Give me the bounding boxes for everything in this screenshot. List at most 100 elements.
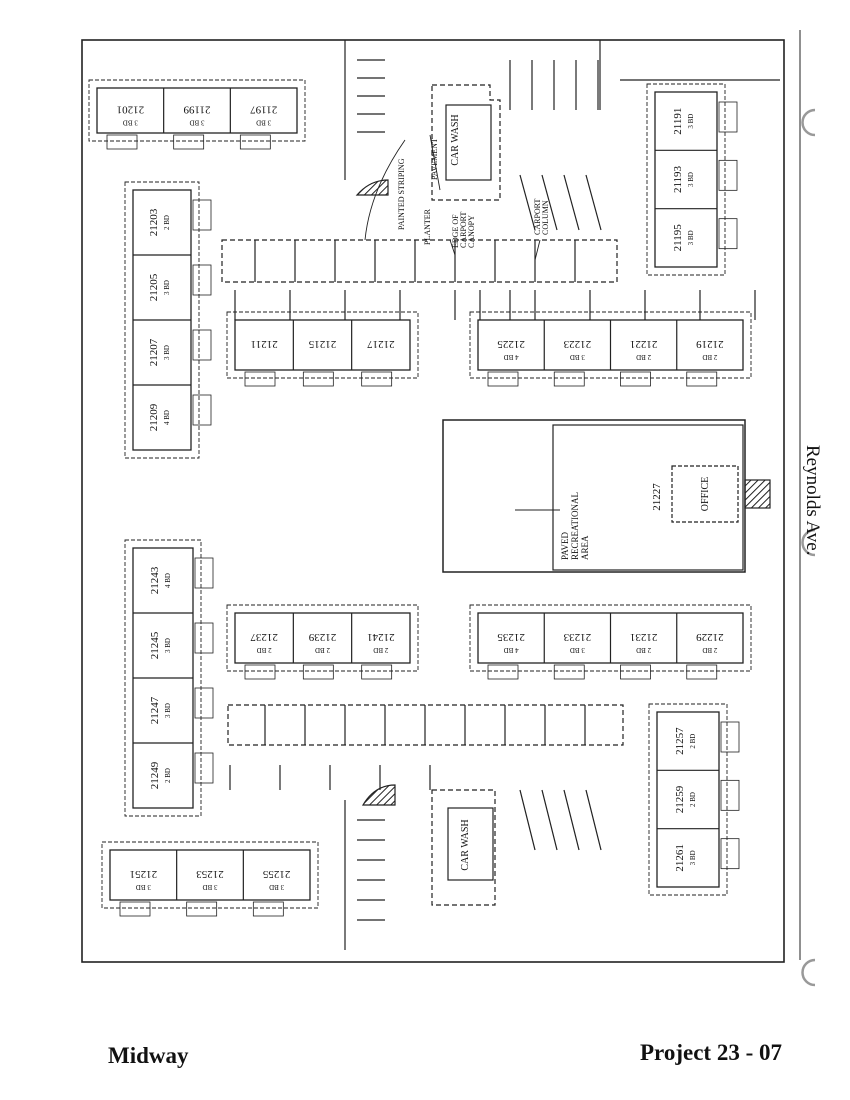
parking-stalls [229, 59, 756, 921]
unit-21255-bedrooms: 3 BD [269, 883, 284, 891]
unit-21223-bedrooms: 3 BD [570, 353, 585, 361]
parking-stall-line [519, 789, 536, 851]
area-label: AREA [580, 535, 590, 560]
car-wash-1-label: CAR WASH [450, 114, 461, 165]
building-10: 21251 3 BD 21253 3 BD 21255 3 BD [101, 841, 319, 917]
unit-21201-number: 21201 [117, 104, 145, 116]
unit-21221-number: 21221 [630, 338, 658, 350]
unit-21233-bedrooms: 3 BD [570, 646, 585, 654]
unit-21233-number: 21233 [563, 631, 591, 643]
unit-21191-bedrooms: 3 BD [687, 114, 695, 129]
unit-21191-number: 21191 [672, 108, 684, 135]
rec-number: 21227 [651, 483, 663, 511]
unit-21259-bedrooms: 2 BD [689, 792, 697, 807]
edge-canopy-label-3: CANOPY [467, 215, 476, 248]
unit-21261-bedrooms: 3 BD [689, 850, 697, 865]
office-label: OFFICE [700, 477, 711, 511]
unit-21241-bedrooms: 2 BD [373, 646, 388, 654]
unit-21205-number: 21205 [148, 273, 160, 301]
parking-stall-line [585, 789, 602, 851]
parking-stall-line [519, 174, 536, 231]
unit-21219-number: 21219 [696, 338, 724, 350]
carport-column-label-2: COLUMN [541, 200, 550, 235]
unit-21193-bedrooms: 3 BD [687, 172, 695, 187]
building-4: 21211 21215 21217 [226, 311, 419, 387]
unit-21243-number: 21243 [149, 566, 161, 594]
car-wash-1-canopy [431, 84, 501, 201]
painted-striping-label: PAINTED STRIPING [397, 158, 406, 230]
unit-21259-number: 21259 [674, 785, 686, 813]
car-wash-2-label: CAR WASH [460, 819, 471, 870]
unit-21205-bedrooms: 3 BD [163, 280, 171, 295]
unit-21197-number: 21197 [250, 104, 278, 116]
unit-21207-number: 21207 [148, 338, 160, 366]
unit-21215-number: 21215 [308, 338, 336, 350]
unit-21247-number: 21247 [149, 696, 161, 724]
binder-holes [801, 108, 816, 987]
unit-21237-number: 21237 [250, 631, 278, 643]
unit-21251-bedrooms: 3 BD [136, 883, 151, 891]
unit-21251-number: 21251 [130, 868, 158, 880]
recreational-label: RECREATIONAL [570, 492, 580, 560]
planter-label: PLANTER [423, 208, 432, 245]
car-wash-1 [445, 104, 492, 181]
carport-row-top [221, 239, 618, 283]
unit-21199-number: 21199 [183, 104, 211, 116]
unit-21247-bedrooms: 3 BD [164, 703, 172, 718]
unit-21245-bedrooms: 3 BD [164, 638, 172, 653]
unit-21223-number: 21223 [563, 338, 591, 350]
car-wash-2-canopy [431, 789, 496, 906]
parking-stall-line [563, 174, 580, 231]
unit-21197-bedrooms: 3 BD [256, 119, 271, 127]
unit-21257-bedrooms: 2 BD [689, 734, 697, 749]
office-building [671, 465, 739, 523]
unit-21235-number: 21235 [497, 631, 525, 643]
unit-21193-number: 21193 [672, 165, 684, 193]
unit-21239-bedrooms: 2 BD [315, 646, 330, 654]
footer-project-number: Project 23 - 07 [640, 1040, 782, 1065]
unit-21257-number: 21257 [674, 727, 686, 755]
unit-21225-bedrooms: 4 BD [504, 353, 519, 361]
car-wash-2 [447, 807, 494, 881]
unit-21221-bedrooms: 2 BD [636, 353, 651, 361]
unit-21199-bedrooms: 3 BD [190, 119, 205, 127]
street-name: Reynolds Ave. [802, 445, 823, 556]
unit-21209-bedrooms: 4 BD [163, 410, 171, 425]
unit-21253-bedrooms: 3 BD [203, 883, 218, 891]
unit-21249-number: 21249 [149, 761, 161, 789]
unit-21203-number: 21203 [148, 208, 160, 236]
parking-stall-line [541, 789, 558, 851]
unit-21245-number: 21245 [149, 631, 161, 659]
unit-21241-number: 21241 [367, 631, 395, 643]
unit-21225-number: 21225 [497, 338, 525, 350]
site-boundary [81, 39, 785, 963]
paved-label: PAVED [560, 531, 570, 560]
rec-area-outline [552, 424, 744, 571]
unit-21211-number: 21211 [251, 338, 278, 350]
hatched-corner-top [355, 179, 389, 196]
unit-21231-number: 21231 [630, 631, 658, 643]
unit-21243-bedrooms: 4 BD [164, 573, 172, 588]
carport-column-label-1: CARPORT [533, 198, 542, 235]
unit-21239-number: 21239 [308, 631, 336, 643]
unit-21229-bedrooms: 2 BD [702, 646, 717, 654]
entry-hatch [744, 479, 771, 509]
unit-21235-bedrooms: 4 BD [504, 646, 519, 654]
leader-lines [364, 134, 560, 511]
parking-stall-line [541, 174, 558, 231]
unit-21261-number: 21261 [674, 844, 686, 872]
unit-21207-bedrooms: 3 BD [163, 345, 171, 360]
edge-canopy-label-1: EDGE OF [451, 214, 460, 248]
unit-21209-number: 21209 [148, 403, 160, 431]
unit-21253-number: 21253 [196, 868, 224, 880]
unit-21217-number: 21217 [367, 338, 395, 350]
footer-site-name: Midway [108, 1043, 189, 1068]
unit-21255-number: 21255 [262, 868, 290, 880]
